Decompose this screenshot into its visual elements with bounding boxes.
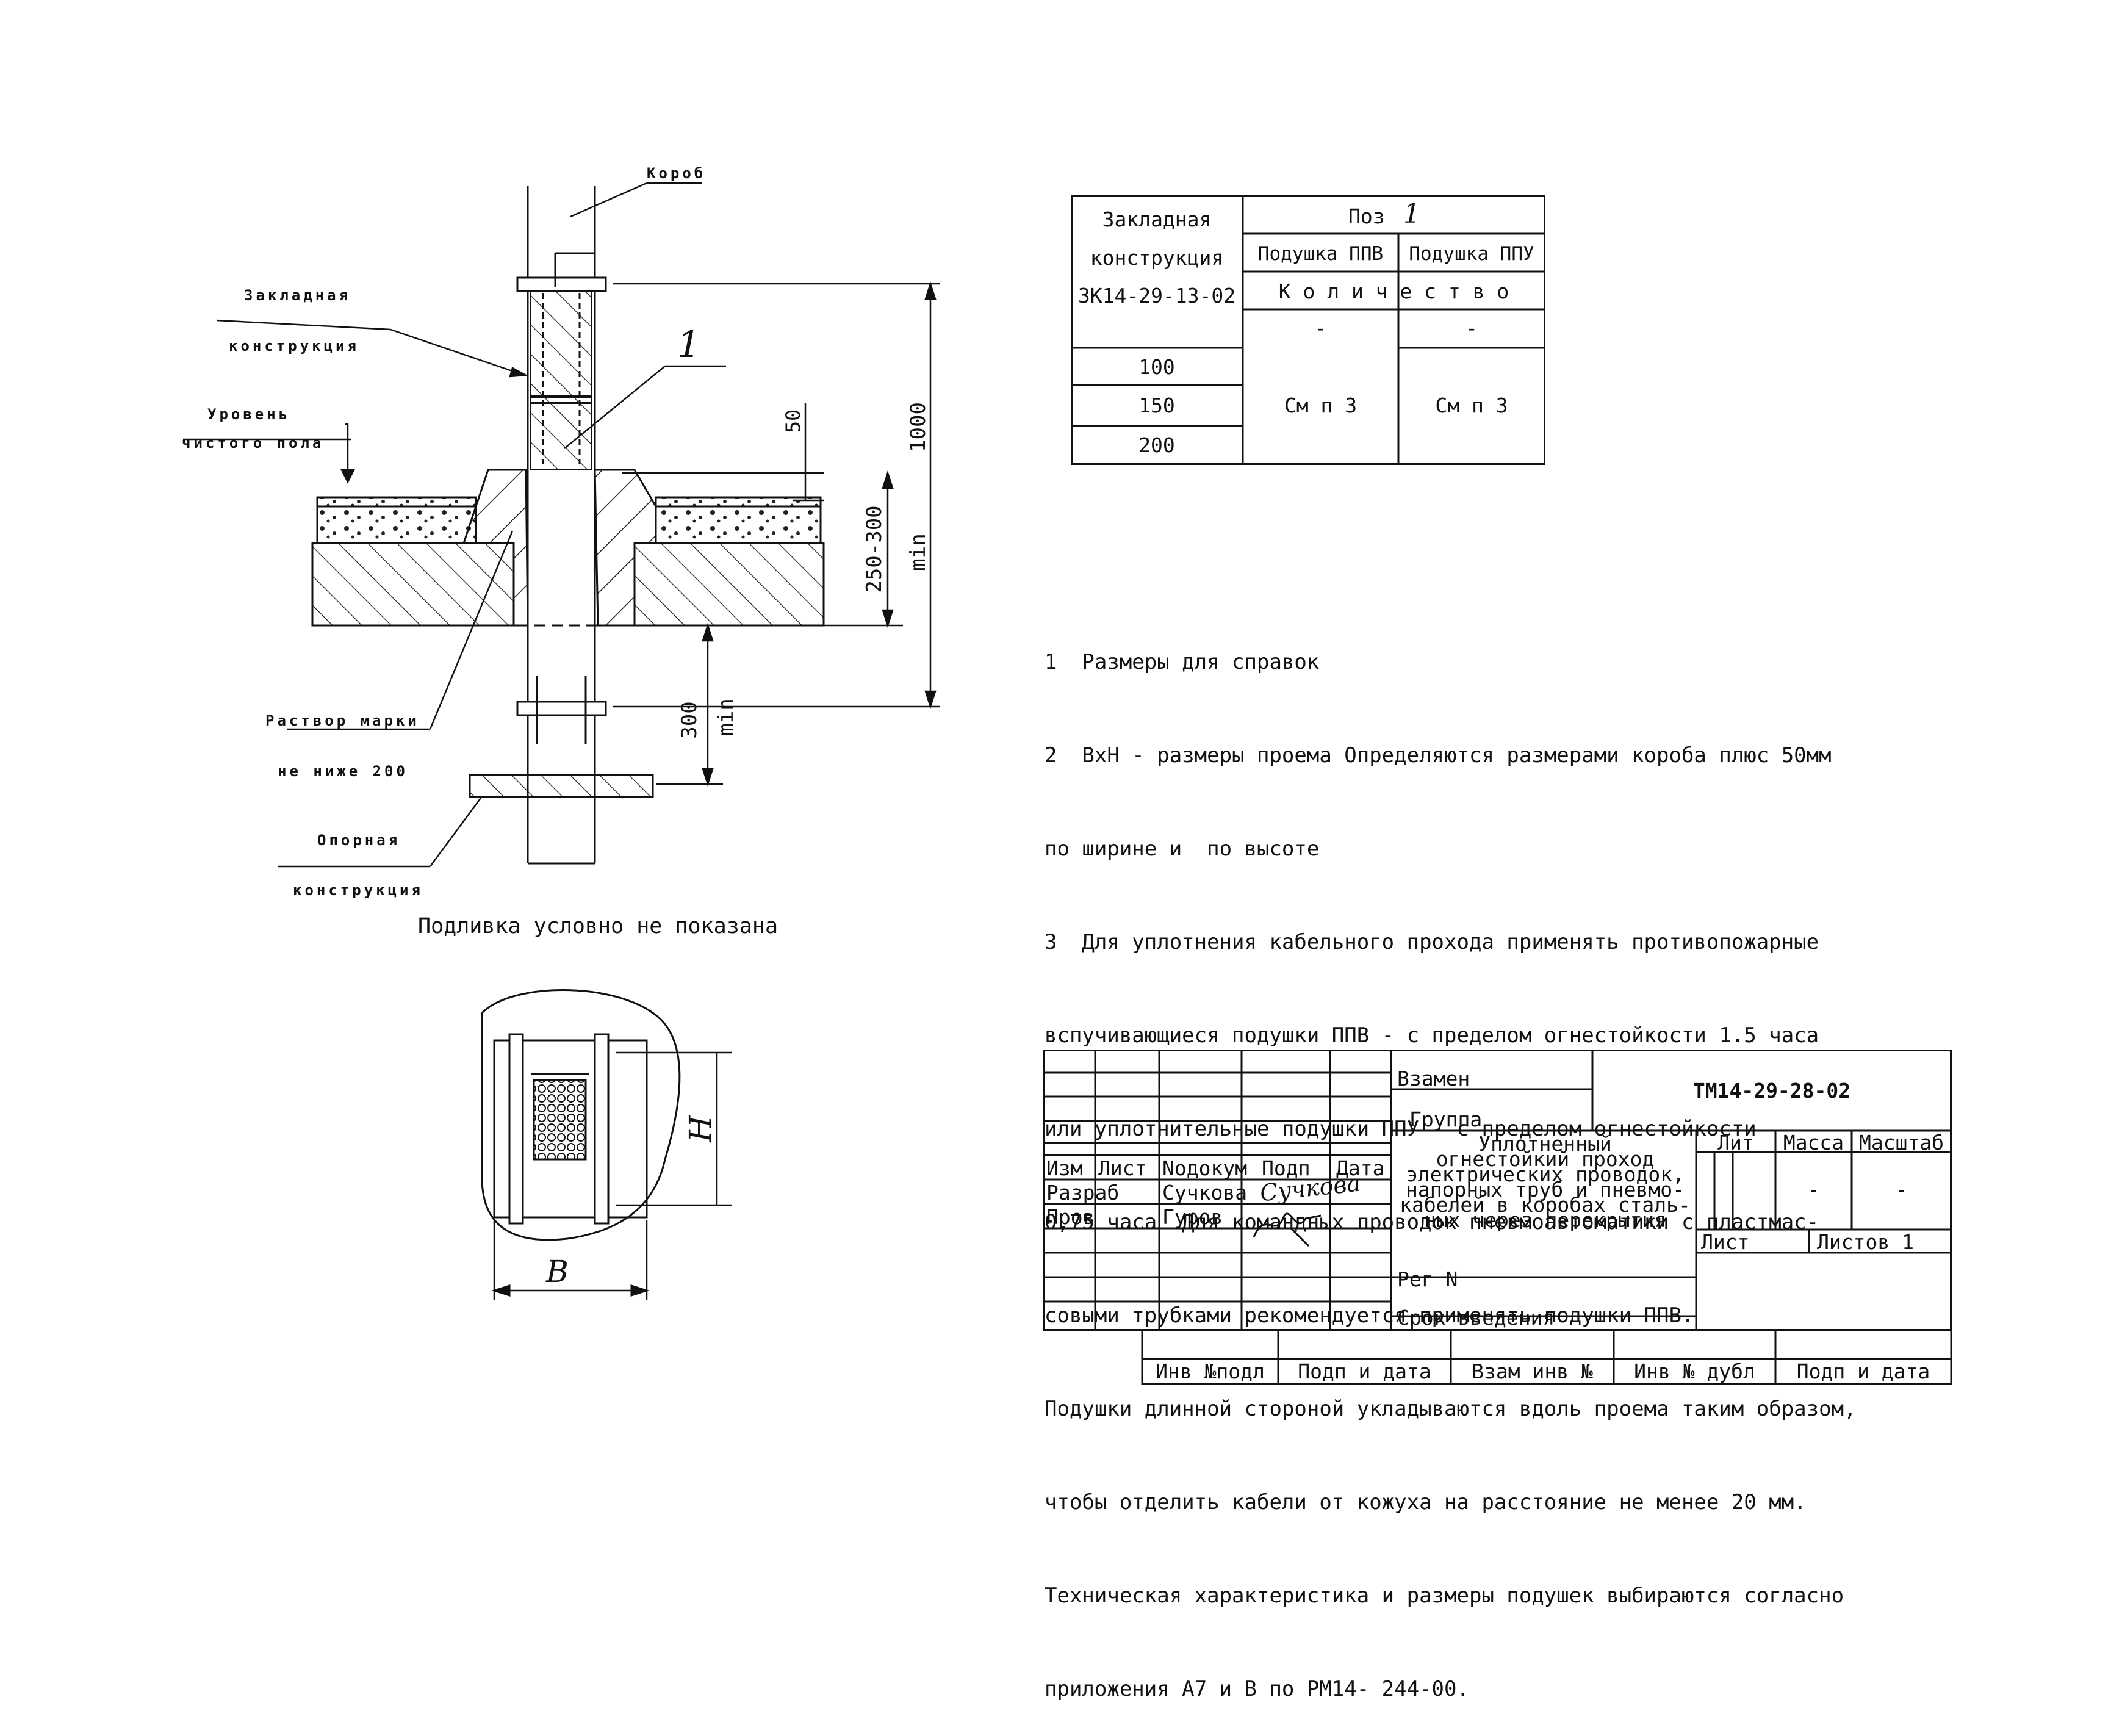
dim-min-top: min: [906, 533, 930, 571]
spec-zakl-2: конструкция: [1090, 246, 1224, 270]
spec-col-ppu: Подушка ППУ: [1409, 243, 1534, 265]
dim-250-300: 250-300: [862, 505, 886, 593]
tb-vzamen: Взамен: [1397, 1067, 1470, 1090]
tb-podp-data-2: Подп и дата: [1796, 1360, 1930, 1383]
tb-masshtab-value: -: [1895, 1178, 1908, 1201]
tb-hdr-nodokum: Nодокум: [1162, 1156, 1248, 1180]
note-line: 2 ВхН - размеры проема Определяются разм…: [1045, 743, 1832, 768]
spec-col-ppv: Подушка ППВ: [1257, 243, 1384, 265]
tb-listov: Листов 1: [1817, 1230, 1914, 1254]
section-drawing: [183, 182, 940, 1300]
tb-lit: Лит: [1717, 1131, 1754, 1154]
spec-val-ppu: См п 3: [1435, 394, 1508, 417]
label-rastvor-2: не ниже 200: [278, 763, 408, 780]
label-uroven-1: Уровень: [207, 406, 291, 423]
dim-50: 50: [782, 409, 805, 433]
spec-val-ppv: См п 3: [1284, 394, 1358, 417]
tb-title-line: напорных труб и пневмо-: [1406, 1178, 1685, 1201]
spec-zakl-1: Закладная: [1102, 207, 1212, 231]
note-line: Подушки длинной стороной укладываются вд…: [1045, 1397, 1857, 1421]
tb-hdr-list: Лист: [1098, 1156, 1147, 1180]
position-1-label: 1: [677, 323, 701, 366]
spec-zakl-3: ЗК14-29-13-02: [1077, 284, 1236, 308]
spec-kolichestvo: К о л и ч е с т в о: [1278, 279, 1509, 303]
tb-doc-number: ТМ14-29-28-02: [1692, 1079, 1851, 1103]
note-line: Техническая характеристика и размеры под…: [1045, 1583, 1844, 1608]
plan-b-label: B: [546, 1254, 569, 1289]
tb-gruppa: Группа: [1409, 1108, 1483, 1131]
dim-1000: 1000: [906, 402, 930, 452]
drawing-caption: Подливка условно не показана: [418, 914, 779, 938]
label-zakladnaya-2: конструкция: [229, 337, 359, 355]
title-block-grid: [1043, 1050, 1952, 1385]
tb-title-line: кабелей в коробах сталь-: [1400, 1193, 1691, 1217]
tb-prov-name: Гуров: [1162, 1205, 1223, 1229]
spec-row-150: 150: [1138, 394, 1175, 417]
label-rastvor-1: Раствор марки: [265, 712, 420, 729]
spec-row-100: 100: [1138, 355, 1175, 379]
dim-300: 300: [677, 701, 702, 739]
spec-poz-num: 1: [1403, 198, 1420, 229]
tb-inv-dubl: Инв № дубл: [1634, 1360, 1755, 1383]
tb-hdr-izm: Изм: [1046, 1156, 1083, 1180]
tb-srok: Срок введения: [1397, 1306, 1555, 1330]
spec-table: Закладная конструкция ЗК14-29-13-02 Поз …: [1071, 195, 1545, 465]
spec-dash-ppu: -: [1465, 316, 1478, 340]
tb-hdr-podp: Подп: [1262, 1156, 1311, 1180]
tb-masshtab: Масштаб: [1858, 1131, 1944, 1154]
note-line: вспучивающиеся подушки ППВ - с пределом …: [1045, 1023, 1819, 1048]
tb-title-line: огнестойкий проход: [1436, 1147, 1655, 1171]
duct: [516, 186, 607, 865]
tb-list: Лист: [1701, 1230, 1750, 1254]
tb-title-line: ных через перекрытия: [1423, 1208, 1667, 1232]
note-line: чтобы отделить кабели от кожуха на расст…: [1045, 1490, 1807, 1514]
plan-view: [481, 989, 732, 1300]
tb-title-line: Уплотненный: [1478, 1132, 1612, 1156]
label-zakladnaya-1: Закладная: [244, 287, 351, 304]
dimension-lines: [613, 281, 940, 787]
tb-podp-data-1: Подп и дата: [1298, 1360, 1431, 1383]
note-line: по ширине и по высоте: [1045, 837, 1320, 861]
tb-prov-signature: [1253, 1212, 1322, 1247]
tb-hdr-data: Дата: [1336, 1156, 1385, 1180]
tb-razrab: Разраб: [1046, 1181, 1120, 1205]
tb-vzam-inv: Взам инв №: [1472, 1360, 1593, 1383]
label-uroven-2: чистого пола: [182, 434, 325, 452]
tb-massa: Масса: [1783, 1131, 1844, 1154]
tb-reg: Рег N: [1397, 1267, 1458, 1291]
spec-dash-ppv: -: [1314, 316, 1327, 340]
dim-min-bottom: min: [714, 698, 738, 736]
support-pipe: [469, 774, 654, 798]
note-line: 1 Размеры для справок: [1045, 650, 1320, 674]
note-line: приложения А7 и В по РМ14- 244-00.: [1045, 1677, 1469, 1701]
leader-lines: [183, 182, 726, 868]
tb-prov: Пров: [1046, 1205, 1095, 1229]
floor-slab: [311, 469, 825, 627]
tb-massa-value: -: [1807, 1178, 1820, 1201]
tb-razrab-name: Сучкова: [1162, 1181, 1248, 1205]
tb-title-line: электрических проводок,: [1406, 1162, 1685, 1186]
spec-row-200: 200: [1138, 433, 1175, 457]
tb-inv-podl: Инв №подл: [1156, 1360, 1265, 1383]
note-line: 3 Для уплотнения кабельного прохода прим…: [1045, 930, 1819, 954]
plan-h-label: H: [683, 1115, 718, 1142]
title-block: Взамен Группа ТМ14-29-28-02 Уплотненный …: [1043, 1050, 1952, 1385]
label-opornaya-2: конструкция: [293, 882, 423, 899]
label-korob: Короб: [647, 165, 707, 182]
note-line: 0,75 часа Для командных проводок пневмоа…: [1045, 1210, 1819, 1234]
spec-poz: Поз: [1348, 204, 1385, 228]
spec-table-grid: [1071, 195, 1545, 465]
tb-title: Уплотненный огнестойкий проход электриче…: [1394, 1132, 1696, 1232]
label-opornaya-1: Опорная: [317, 832, 401, 849]
